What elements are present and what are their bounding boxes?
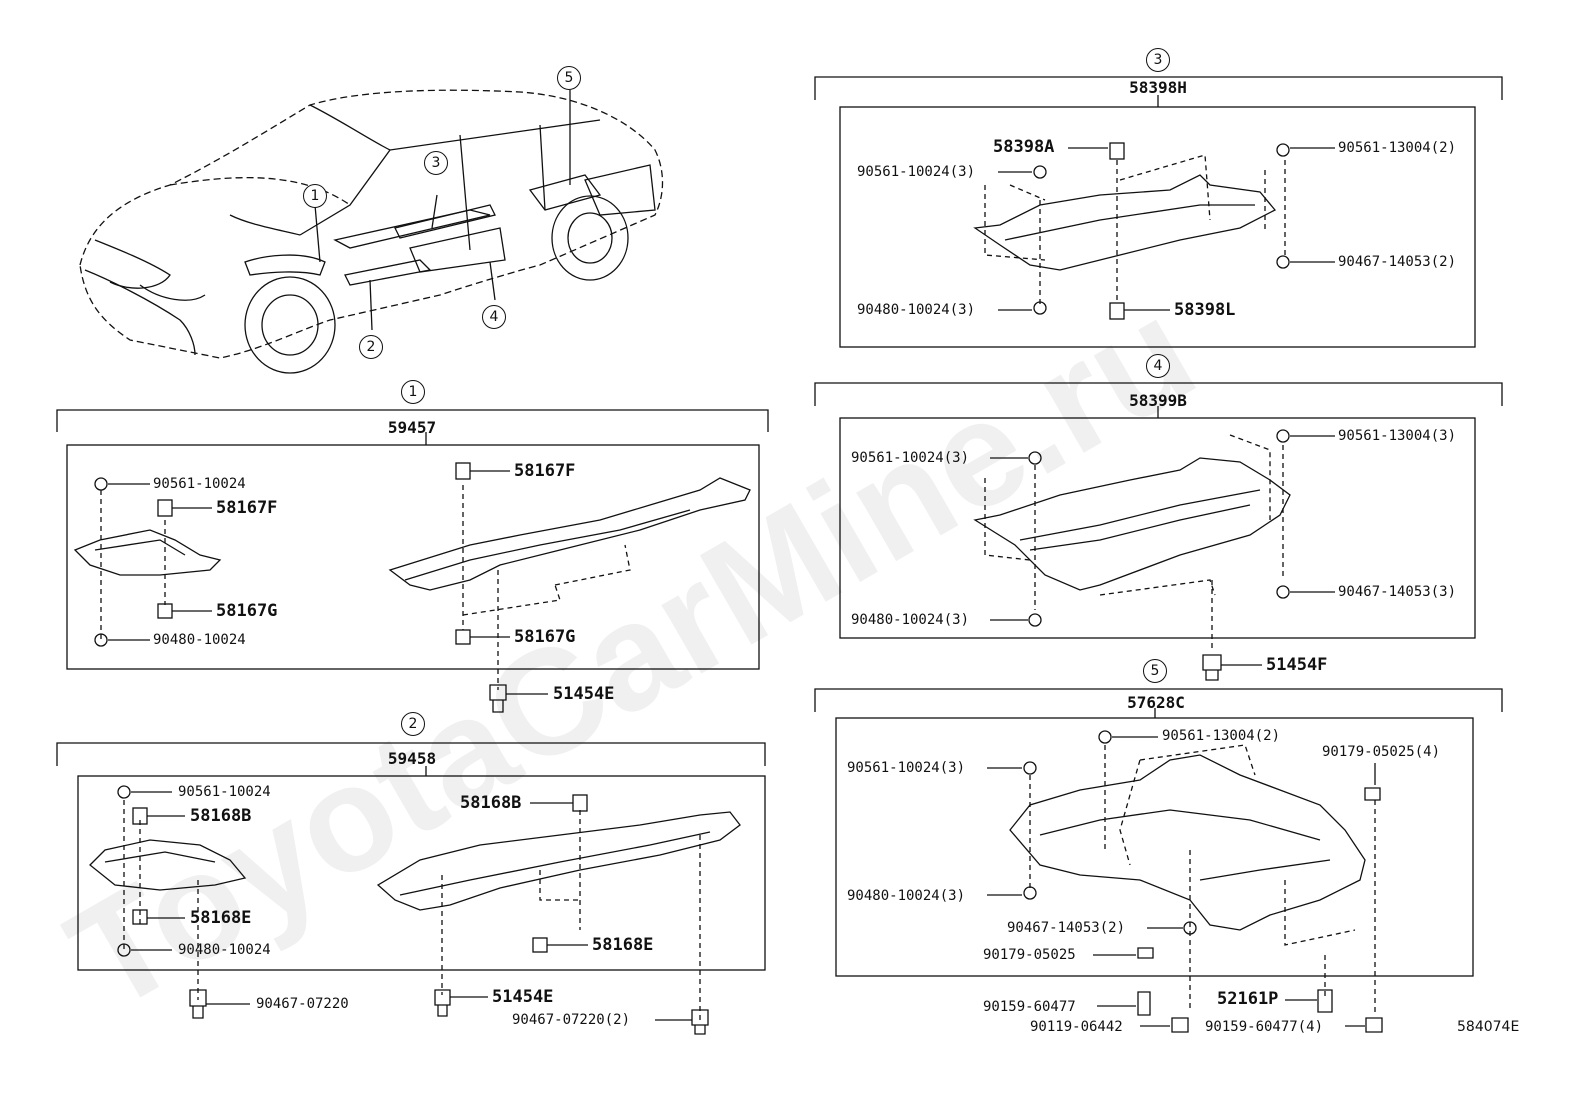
part-label: 90159-60477(4) [1205, 1019, 1324, 1035]
section-5-index: 5 [1143, 659, 1167, 683]
part-label: 58398A [993, 137, 1055, 157]
part-label: 58168E [592, 935, 654, 955]
part-label: 58167F [216, 498, 278, 518]
part-label: 90179-05025 [983, 947, 1076, 963]
car-overview-illustration [79, 89, 664, 374]
section-1-assembly: 59457 [387, 418, 437, 437]
callout-2: 2 [359, 335, 383, 359]
part-label: 90480-10024 [178, 942, 271, 958]
section-4-assembly: 58399B [1129, 391, 1187, 410]
section-3-drawing [973, 142, 1335, 320]
callout-3: 3 [424, 151, 448, 175]
section-2-assembly: 59458 [387, 749, 437, 768]
diagram-code: 584074E [1457, 1019, 1520, 1035]
part-label: 90561-13004(3) [1338, 428, 1457, 444]
section-5-drawing [987, 730, 1383, 1033]
part-label: 90480-10024(3) [851, 612, 970, 628]
section-1-index: 1 [401, 380, 425, 404]
part-label: 58167G [514, 627, 576, 647]
part-label: 51454F [1266, 655, 1328, 675]
part-label: 58168B [460, 793, 522, 813]
part-label: 58398L [1174, 300, 1236, 320]
part-label: 90480-10024 [153, 632, 246, 648]
section-4-drawing [973, 429, 1335, 681]
part-label: 58167F [514, 461, 576, 481]
part-label: 58168E [190, 908, 252, 928]
section-4-frame [814, 382, 1503, 639]
part-label: 52161P [1217, 989, 1279, 1009]
section-2-drawing [89, 785, 741, 1035]
section-4-index: 4 [1146, 354, 1170, 378]
section-3-frame [814, 76, 1503, 348]
part-label: 51454E [492, 987, 554, 1007]
section-1-drawing [73, 462, 751, 713]
section-5-frame [814, 688, 1503, 977]
section-5-assembly: 57628C [1127, 693, 1185, 712]
part-label: 90561-10024(3) [857, 164, 976, 180]
callout-5: 5 [557, 66, 581, 90]
part-label: 90561-13004(2) [1338, 140, 1457, 156]
part-label: 90561-10024(3) [851, 450, 970, 466]
part-label: 90467-07220 [256, 996, 349, 1012]
part-label: 90119-06442 [1030, 1019, 1123, 1035]
part-label: 90467-14053(3) [1338, 584, 1457, 600]
part-label: 90561-13004(2) [1162, 728, 1281, 744]
part-label: 90561-10024 [153, 476, 246, 492]
callout-1: 1 [303, 184, 327, 208]
part-label: 90480-10024(3) [857, 302, 976, 318]
part-label: 90467-14053(2) [1338, 254, 1457, 270]
part-label: 90561-10024 [178, 784, 271, 800]
section-3-assembly: 58398H [1129, 78, 1187, 97]
part-label: 90561-10024(3) [847, 760, 966, 776]
part-label: 90480-10024(3) [847, 888, 966, 904]
part-label: 90467-14053(2) [1007, 920, 1126, 936]
section-3-index: 3 [1146, 48, 1170, 72]
part-label: 51454E [553, 684, 615, 704]
part-label: 90467-07220(2) [512, 1012, 631, 1028]
section-2-index: 2 [401, 712, 425, 736]
section-2-frame [56, 742, 766, 971]
callout-4: 4 [482, 305, 506, 329]
part-label: 90159-60477 [983, 999, 1076, 1015]
section-1-frame [56, 409, 769, 670]
part-label: 90179-05025(4) [1322, 744, 1441, 760]
part-label: 58168B [190, 806, 252, 826]
part-label: 58167G [216, 601, 278, 621]
